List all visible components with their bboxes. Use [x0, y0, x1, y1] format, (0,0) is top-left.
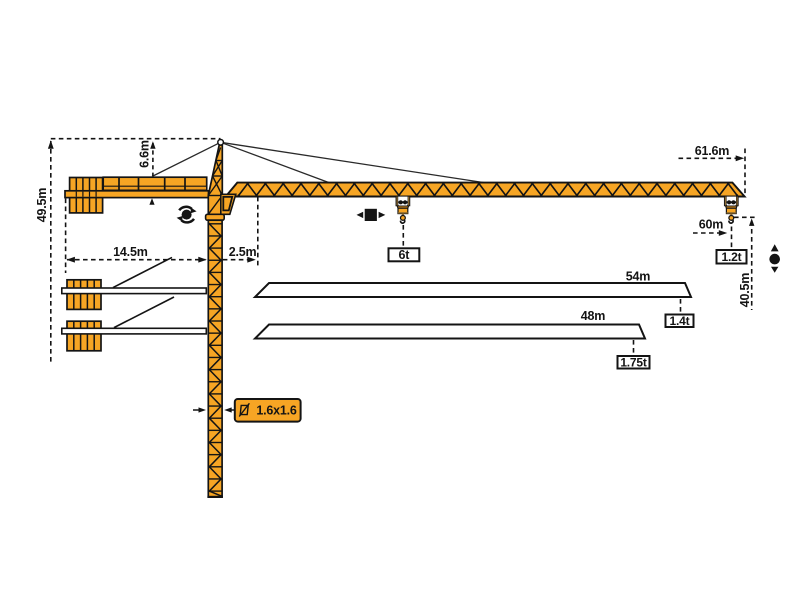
svg-text:6t: 6t: [399, 248, 411, 262]
svg-text:1.75t: 1.75t: [620, 356, 647, 370]
svg-text:48m: 48m: [581, 309, 606, 323]
svg-text:49.5m: 49.5m: [35, 188, 49, 223]
svg-text:14.5m: 14.5m: [113, 245, 148, 259]
svg-text:6.6m: 6.6m: [137, 140, 151, 168]
svg-text:40.5m: 40.5m: [738, 273, 752, 308]
svg-text:2.5m: 2.5m: [229, 245, 257, 259]
svg-text:1.2t: 1.2t: [722, 250, 742, 264]
svg-text:61.6m: 61.6m: [695, 144, 730, 158]
svg-text:60m: 60m: [699, 217, 724, 231]
svg-text:54m: 54m: [626, 269, 651, 283]
svg-text:1.4t: 1.4t: [670, 314, 690, 328]
svg-text:1.6x1.6: 1.6x1.6: [256, 403, 297, 417]
